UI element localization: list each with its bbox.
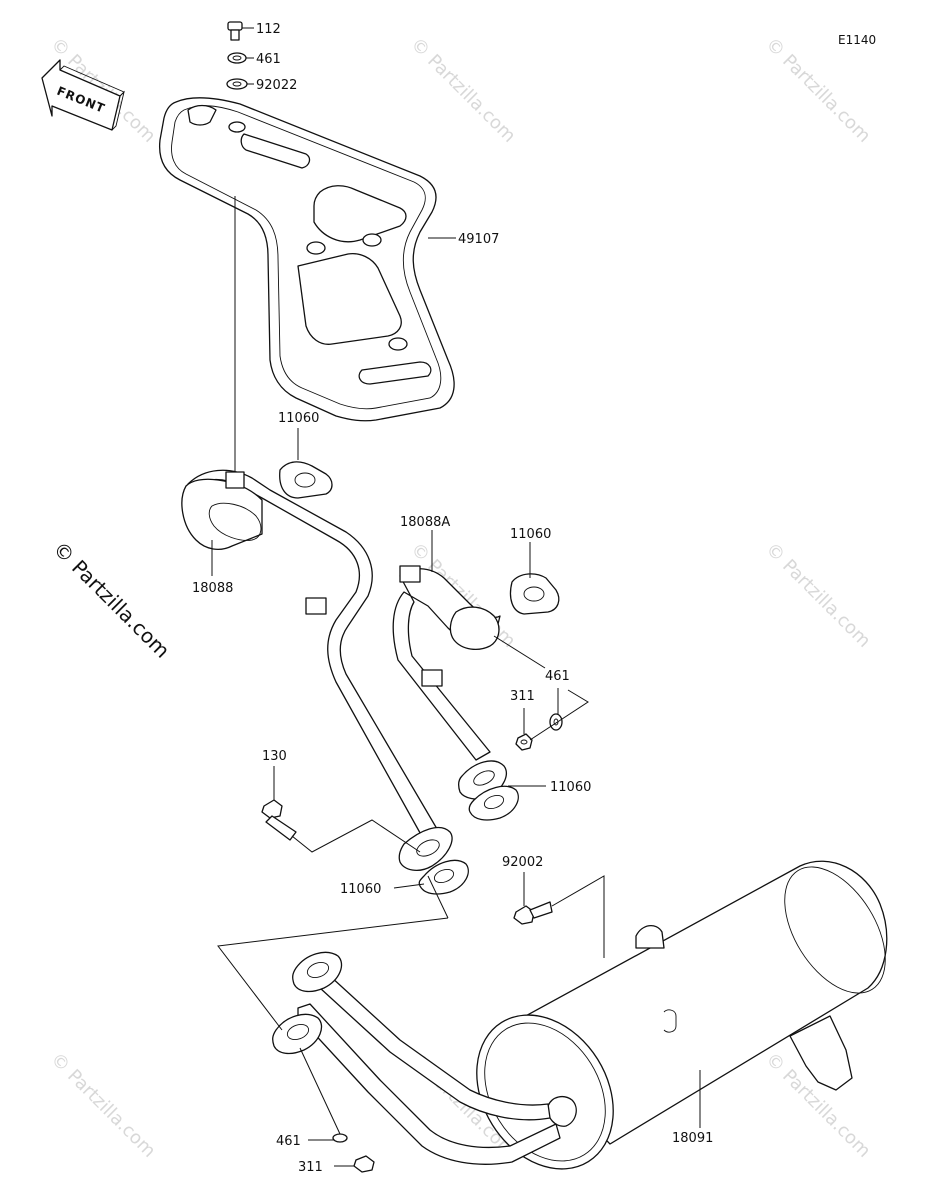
muffler-18091 (476, 860, 888, 1170)
callout-11060-b: 11060 (510, 527, 551, 542)
callout-11060-d: 11060 (340, 882, 381, 897)
washer-92022 (226, 78, 248, 90)
callout-461-top: 461 (256, 52, 281, 67)
callout-130: 130 (262, 749, 287, 764)
front-arrow-icon: FRONT (41, 59, 125, 131)
callout-311-mid: 311 (510, 689, 535, 704)
muffler-inlet-pipes (272, 951, 561, 1165)
callout-49107: 49107 (458, 232, 499, 247)
watermark-faint: © Partzilla.com (761, 34, 874, 147)
gasket-11060-d (418, 859, 469, 895)
callout-18088: 18088 (192, 581, 233, 596)
washer-461-top (227, 52, 247, 64)
diagram-code: E1140 (838, 33, 876, 47)
watermark-faint: © Partzilla.com (761, 539, 874, 652)
callout-92002: 92002 (502, 855, 543, 870)
washer-461-bottom (332, 1133, 348, 1143)
nut-311-bottom (353, 1155, 375, 1173)
gasket-11060-a (279, 461, 333, 499)
exhaust-pipe-18088a (392, 565, 507, 800)
callout-112: 112 (256, 22, 281, 37)
callout-461-mid: 461 (545, 669, 570, 684)
callout-11060-c: 11060 (550, 780, 591, 795)
watermark-main: © Partzilla.com (48, 537, 174, 663)
nut-311-mid (515, 733, 533, 751)
watermark-faint: © Partzilla.com (46, 1049, 159, 1162)
bolt-112 (227, 21, 243, 41)
callout-11060-a: 11060 (278, 411, 319, 426)
callout-18088a: 18088A (400, 515, 450, 530)
gasket-11060-b (509, 573, 560, 615)
heat-guard-49107 (158, 97, 455, 422)
callout-311-bottom: 311 (298, 1160, 323, 1175)
callout-18091: 18091 (672, 1131, 713, 1146)
callout-92022: 92022 (256, 78, 297, 93)
bolt-92002 (513, 901, 553, 925)
gasket-11060-c (468, 785, 519, 821)
callout-461-bottom: 461 (276, 1134, 301, 1149)
exhaust-pipe-18088 (181, 469, 453, 872)
watermark-faint: © Partzilla.com (406, 34, 519, 147)
bolt-130 (261, 799, 297, 841)
washer-461-mid (549, 713, 563, 731)
